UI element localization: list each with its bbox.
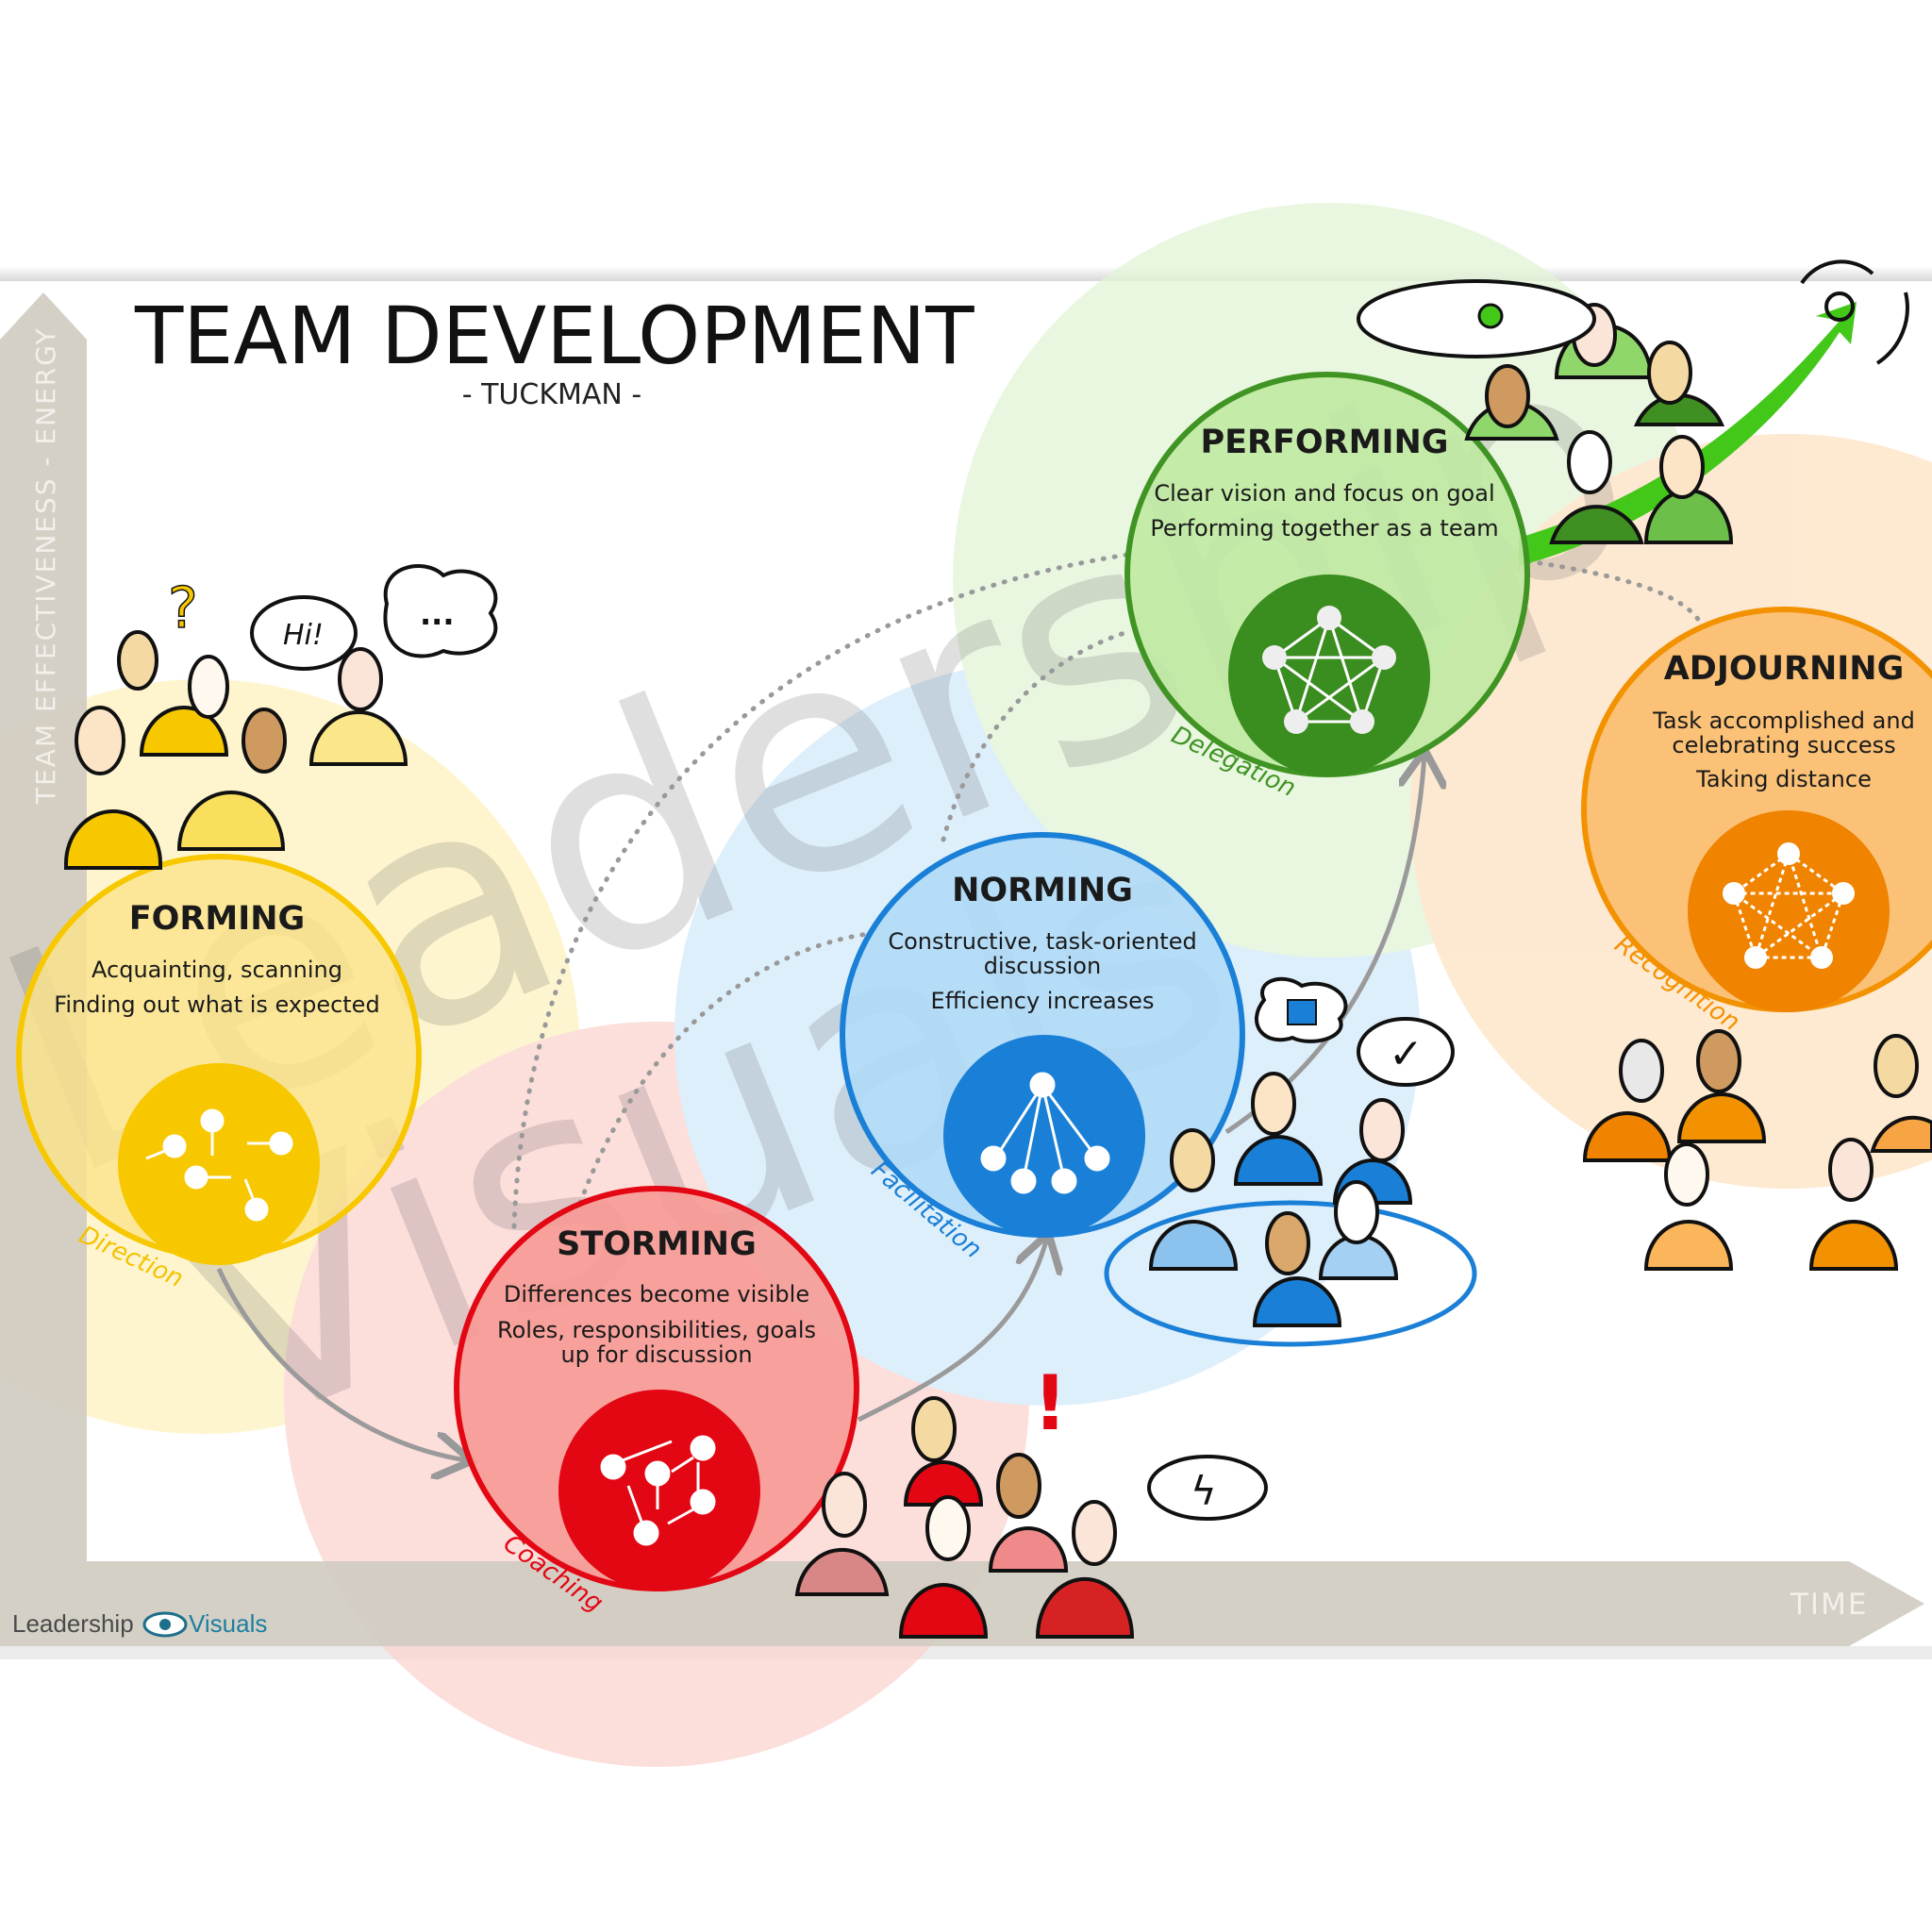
stage-forming: FORMING Acquainting, scanning Finding ou… xyxy=(16,854,422,1293)
lightning-icon: ϟ xyxy=(1191,1468,1217,1514)
scattered-network-icon xyxy=(145,1108,293,1222)
norming-line-1: Constructive, task-oriented xyxy=(888,928,1196,955)
norming-line-3: Efficiency increases xyxy=(931,988,1155,1014)
performing-inner-circle xyxy=(1228,575,1430,776)
page-title: TEAM DEVELOPMENT xyxy=(134,290,974,382)
norming-title: NORMING xyxy=(952,872,1133,909)
forming-line-2: Finding out what is expected xyxy=(54,991,379,1018)
adjourning-inner-circle xyxy=(1688,810,1890,1012)
stage-storming: STORMING Differences become visible Role… xyxy=(454,1186,859,1618)
performing-title: PERFORMING xyxy=(1201,424,1449,461)
norming-line-2: discussion xyxy=(984,953,1101,979)
puzzle-piece-icon xyxy=(1287,999,1317,1025)
greeting-speech-bubble xyxy=(250,595,358,671)
adjourning-people xyxy=(1582,1029,1932,1271)
dotted-paths xyxy=(511,552,1706,1229)
norming-inner-circle xyxy=(943,1035,1145,1237)
forming-inner-circle xyxy=(118,1063,320,1265)
check-icon: ✓ xyxy=(1389,1030,1424,1078)
adjourning-line-2: celebrating success xyxy=(1672,732,1895,758)
performing-line-2: Performing together as a team xyxy=(1150,515,1498,541)
full-mesh-network-icon xyxy=(1262,606,1396,734)
alert-icon: ! xyxy=(1033,1359,1067,1447)
x-axis-label: TIME xyxy=(1790,1588,1868,1622)
norming-people xyxy=(1104,976,1477,1347)
performing-line-1: Clear vision and focus on goal xyxy=(1154,480,1494,507)
adjourning-line-3: Taking distance xyxy=(1695,766,1872,792)
forming-people xyxy=(64,564,498,870)
thinking-dots: ... xyxy=(420,596,454,632)
forming-title: FORMING xyxy=(129,900,305,938)
thought-cloud xyxy=(383,564,498,658)
storming-line-2: Roles, responsibilities, goals xyxy=(497,1317,816,1343)
forming-line-1: Acquainting, scanning xyxy=(92,957,342,983)
lightning-speech-bubble xyxy=(1147,1455,1268,1521)
page-subtitle: - TUCKMAN - xyxy=(462,378,641,411)
adjourning-title: ADJOURNING xyxy=(1664,650,1905,688)
hierarchy-network-icon xyxy=(980,1072,1110,1194)
logo-text-right: Visuals xyxy=(189,1609,267,1638)
vision-speech-bubble xyxy=(1357,279,1596,358)
storming-line-3: up for discussion xyxy=(560,1341,752,1368)
storming-line-1: Differences become visible xyxy=(504,1281,809,1307)
storming-title: STORMING xyxy=(557,1225,757,1263)
target-icon xyxy=(1800,259,1909,365)
performing-people xyxy=(1357,279,1734,544)
conflict-network-icon xyxy=(600,1435,716,1546)
adjourning-line-1: Task accomplished and xyxy=(1652,708,1915,734)
greeting-text: Hi! xyxy=(283,619,324,652)
top-shadow xyxy=(0,266,1932,281)
dissolving-network-icon xyxy=(1723,842,1855,969)
check-speech-bubble xyxy=(1357,1017,1455,1087)
leadership-visuals-logo: Leadership Visuals xyxy=(12,1609,267,1638)
y-axis-label: TEAM EFFECTIVENESS - ENERGY xyxy=(30,326,61,805)
storming-inner-circle xyxy=(558,1390,760,1591)
storming-people xyxy=(794,1396,1268,1639)
stage-norming: NORMING Constructive, task-oriented disc… xyxy=(840,832,1245,1264)
question-mark-icon: ? xyxy=(168,575,198,641)
stage-performing: PERFORMING Clear vision and focus on goa… xyxy=(1124,372,1530,803)
eye-icon xyxy=(1477,303,1504,329)
logo-text-left: Leadership xyxy=(12,1609,134,1638)
bottom-shadow xyxy=(0,1646,1932,1659)
